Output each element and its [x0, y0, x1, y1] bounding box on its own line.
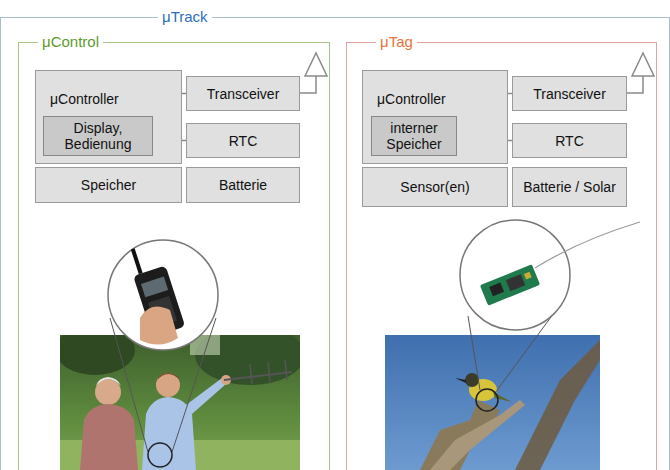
process-box: Batterie	[186, 167, 300, 203]
magnifier	[108, 240, 218, 467]
box-label: μController	[50, 91, 119, 107]
box-label: interner Speicher	[376, 120, 452, 152]
process-box: Transceiver	[512, 76, 627, 111]
box-label: Batterie / Solar	[523, 179, 616, 195]
system-frame: μTrackμControlμControllerDisplay, Bedien…	[0, 17, 670, 470]
bird-photo	[385, 335, 600, 470]
sub-box: interner Speicher	[371, 116, 457, 156]
process-box: Batterie / Solar	[512, 167, 627, 207]
box-label: Batterie	[219, 177, 267, 193]
box-label: Transceiver	[533, 86, 606, 102]
group-title: μTag	[376, 33, 417, 51]
box-label: Sensor(en)	[400, 179, 469, 195]
group-frame: μTagμControllerinterner SpeicherTranscei…	[346, 42, 657, 470]
controller-box: μController interner Speicher	[362, 70, 508, 164]
magnifier	[460, 220, 640, 411]
box-label: Speicher	[81, 177, 136, 193]
sub-box: Display, Bedienung	[43, 116, 153, 156]
process-box: Sensor(en)	[362, 167, 508, 207]
box-label: μController	[377, 91, 446, 107]
process-box: RTC	[512, 123, 627, 158]
process-box: Speicher	[35, 167, 182, 203]
group-title: μTrack	[158, 8, 212, 26]
box-label: Transceiver	[207, 86, 280, 102]
controller-box: μControllerDisplay, Bedienung	[35, 70, 182, 164]
field-photo	[60, 335, 300, 470]
group-title: μControl	[38, 33, 103, 51]
box-label: RTC	[229, 133, 258, 149]
process-box: RTC	[186, 123, 300, 158]
process-box: Transceiver	[186, 76, 300, 111]
box-label: RTC	[555, 133, 584, 149]
box-label: Display, Bedienung	[48, 120, 148, 152]
group-frame: μControlμControllerDisplay, BedienungTra…	[18, 42, 330, 470]
